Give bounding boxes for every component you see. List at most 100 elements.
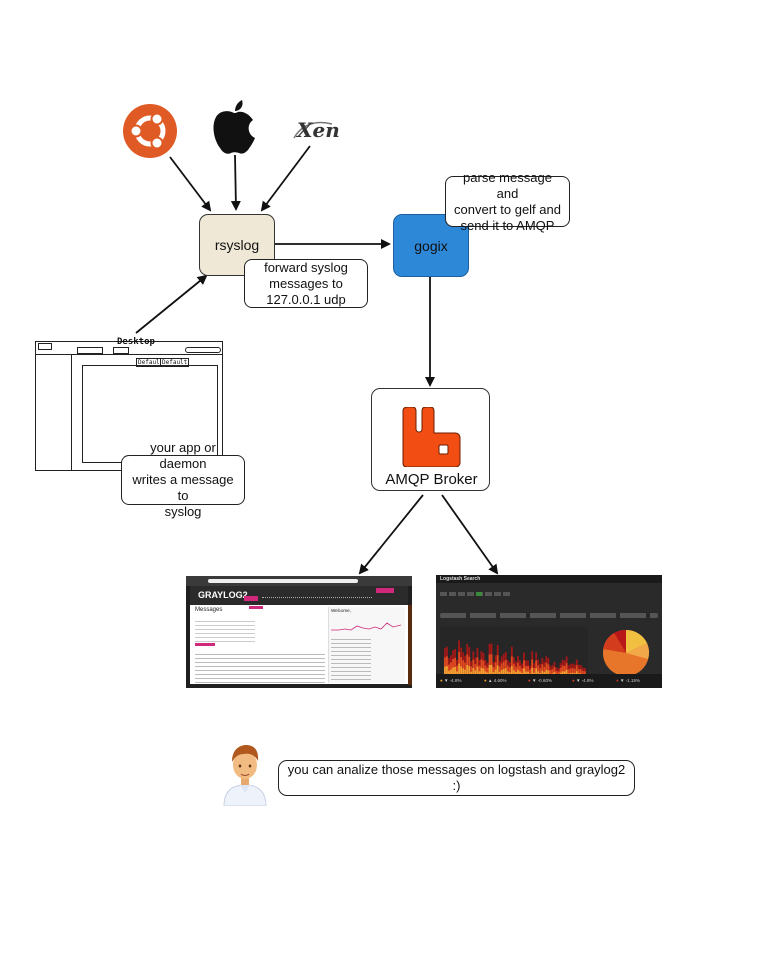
xen-label: Xen xyxy=(297,118,340,142)
histogram-bar xyxy=(452,667,454,679)
graylog-logo: GRAYLOG2 xyxy=(198,590,248,600)
histogram-bar xyxy=(490,664,493,679)
arrow-amqp-graylog xyxy=(358,494,424,575)
stat-value: ▼ -1.15% xyxy=(619,678,640,683)
message-table xyxy=(195,651,325,683)
arrow-amqp-logstash xyxy=(441,494,499,575)
query-pills xyxy=(440,613,658,618)
address-bar xyxy=(208,579,358,583)
toolbar-buttons-icon xyxy=(113,347,129,354)
filter-button xyxy=(195,643,215,646)
arrow-xen-rsyslog xyxy=(260,145,311,212)
forward-note: forward syslog messages to 127.0.0.1 udp xyxy=(244,259,368,308)
rabbitmq-logo xyxy=(402,407,461,467)
toolbar-buttons-icon xyxy=(77,347,103,354)
sparkline-chart xyxy=(331,622,401,631)
histogram-bar xyxy=(482,668,485,679)
histogram-bar xyxy=(504,668,507,679)
stat-dot-icon: ● xyxy=(484,678,487,683)
histogram-bar xyxy=(460,666,463,679)
xen-swoosh-icon xyxy=(293,121,333,139)
histogram-bar xyxy=(472,667,475,679)
histogram-bar xyxy=(523,668,525,679)
stat-dot-icon: ● xyxy=(440,678,443,683)
xen-logo: Xen xyxy=(292,116,352,146)
histogram-bar xyxy=(466,665,469,679)
stat-item: ● ▼ -4.8% xyxy=(440,678,461,683)
arrow-desktop-rsyslog xyxy=(135,274,208,334)
desktop-title: Desktop xyxy=(117,337,155,347)
app-note-line: writes a message to xyxy=(132,472,234,503)
pink-tab xyxy=(249,606,263,609)
arrow-ubuntu-rsyslog xyxy=(169,156,212,212)
logstash-topbar xyxy=(436,575,662,583)
histogram-bar xyxy=(488,664,491,679)
app-note-line: syslog xyxy=(164,504,202,519)
histogram-bar xyxy=(510,666,513,679)
stat-value: ▼ -4.8% xyxy=(575,678,594,683)
forward-note-line: forward syslog xyxy=(264,259,348,275)
histogram-bar xyxy=(480,667,483,679)
app-note: your app or daemon writes a message to s… xyxy=(121,440,245,519)
histogram-bar xyxy=(531,667,534,679)
welcome-heading: Welcome, xyxy=(331,608,351,613)
forward-note-line: messages to xyxy=(269,275,343,291)
histogram-bar xyxy=(496,665,499,679)
stat-value: ▼ -4.8% xyxy=(443,678,462,683)
alert-badge xyxy=(376,588,394,593)
desktop-sidebar xyxy=(35,355,72,471)
desktop-titlebar xyxy=(35,341,223,355)
parse-note-line: parse message and xyxy=(463,169,552,201)
arrow-apple-rsyslog xyxy=(230,154,241,211)
stat-item: ● ▼ -1.15% xyxy=(616,678,640,683)
graylog-screenshot: GRAYLOG2 Messages Welcome, xyxy=(186,576,412,688)
logstash-screenshot: Logstash Search ● ▼ -4.8% ● ▲ 4.60% ● ▼ … xyxy=(436,575,662,688)
parse-note-line: convert to gelf and xyxy=(454,201,561,217)
histogram-chart xyxy=(444,640,586,679)
stat-item: ● ▼ -0.60% xyxy=(528,678,552,683)
amqp-broker-node: AMQP Broker xyxy=(371,388,490,491)
apple-logo xyxy=(213,100,255,154)
stat-value: ▼ -0.60% xyxy=(531,678,552,683)
desktop-tab: Default xyxy=(160,358,190,367)
pie-chart xyxy=(603,629,649,676)
stat-dot-icon: ● xyxy=(572,678,575,683)
histogram-bar xyxy=(535,668,538,679)
stat-value: ▲ 4.60% xyxy=(487,678,507,683)
search-field-icon xyxy=(185,347,221,353)
stat-dot-icon: ● xyxy=(616,678,619,683)
stat-item: ● ▲ 4.60% xyxy=(484,678,506,683)
analyze-note: you can analize those messages on logsta… xyxy=(278,760,635,796)
person-avatar xyxy=(223,745,267,806)
messages-heading: Messages xyxy=(195,607,223,613)
forward-note-line: 127.0.0.1 udp xyxy=(266,291,346,307)
active-timerange xyxy=(476,592,482,596)
histogram-bar xyxy=(476,666,479,679)
timerange-buttons xyxy=(440,592,510,596)
parse-note: parse message and convert to gelf and se… xyxy=(445,170,570,233)
stat-dot-icon: ● xyxy=(528,678,531,683)
histogram-bar xyxy=(444,666,446,679)
histogram-bar xyxy=(454,667,456,679)
gogix-label: gogix xyxy=(414,237,448,254)
ubuntu-logo xyxy=(123,104,177,158)
histogram-bar xyxy=(446,666,448,679)
stats-bar xyxy=(436,674,662,688)
histogram-bar xyxy=(462,668,465,679)
nav-items xyxy=(262,597,372,601)
dark-sidebar xyxy=(408,605,412,685)
panel-text xyxy=(331,636,371,680)
window-buttons-icon xyxy=(38,343,52,350)
logstash-title: Logstash Search xyxy=(440,576,481,582)
histogram-bar xyxy=(468,666,471,679)
rsyslog-label: rsyslog xyxy=(214,237,260,253)
parse-note-line: send it to AMQP xyxy=(460,217,555,233)
histogram-bar xyxy=(458,663,461,679)
app-note-line: your app or daemon xyxy=(150,440,216,471)
stat-item: ● ▼ -4.8% xyxy=(572,678,593,683)
nav-item-active xyxy=(244,596,258,601)
search-form xyxy=(195,618,255,642)
amqp-broker-label: AMQP Broker xyxy=(385,471,478,488)
analyze-note-text: you can analize those messages on logsta… xyxy=(287,762,626,793)
